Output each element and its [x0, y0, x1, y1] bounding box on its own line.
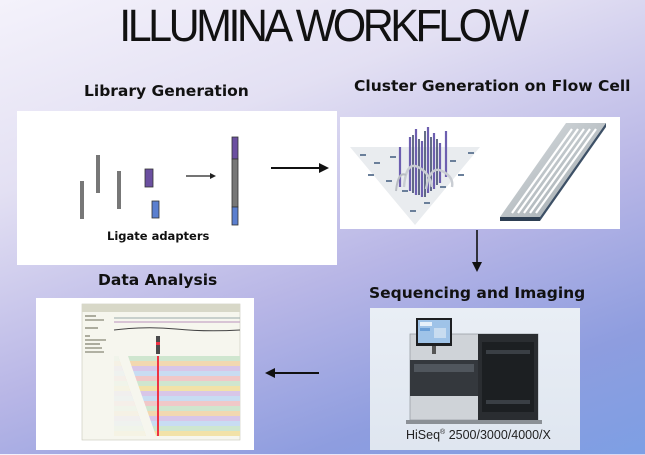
- flow-cell-slide: [500, 123, 606, 221]
- cluster-generation-label: Cluster Generation on Flow Cell: [354, 77, 631, 95]
- flow-cell-diagram: [350, 123, 606, 225]
- instrument-models: 2500/3000/4000/X: [445, 428, 551, 442]
- data-analysis-panel: [36, 298, 254, 450]
- dna-clusters: [395, 127, 454, 197]
- instrument-model-label: HiSeq® 2500/3000/4000/X: [406, 428, 551, 442]
- cluster-generation-panel: [340, 117, 620, 229]
- sequencing-panel: HiSeq® 2500/3000/4000/X: [370, 308, 580, 450]
- arrow-down-icon: [472, 230, 482, 272]
- genome-browser-screenshot: [81, 303, 241, 441]
- adapter-purple: [144, 168, 154, 188]
- dna-fragment: [80, 181, 84, 219]
- dna-fragment: [96, 155, 100, 193]
- page-title: ILLUMINA WORKFLOW: [119, 0, 529, 52]
- ligate-adapters-caption: Ligate adapters: [107, 229, 210, 243]
- registered-mark: ®: [440, 428, 446, 436]
- library-generation-label: Library Generation: [84, 82, 249, 100]
- ligation-arrow-icon: [186, 173, 216, 179]
- ligated-fragment: [231, 136, 239, 226]
- arrow-left-icon: [265, 368, 319, 378]
- arrow-right-icon: [271, 163, 329, 173]
- dna-fragment: [117, 171, 121, 209]
- instrument-brand: HiSeq: [406, 428, 441, 442]
- library-fragments-diagram: [80, 136, 239, 226]
- adapter-blue: [151, 200, 160, 219]
- library-generation-panel: Ligate adapters: [17, 111, 337, 265]
- cluster-surface: [350, 127, 480, 225]
- read-alignments: [114, 356, 240, 436]
- sequencing-imaging-label: Sequencing and Imaging: [369, 284, 586, 302]
- data-analysis-label: Data Analysis: [98, 271, 218, 289]
- sequencer-instrument-image: [406, 318, 542, 424]
